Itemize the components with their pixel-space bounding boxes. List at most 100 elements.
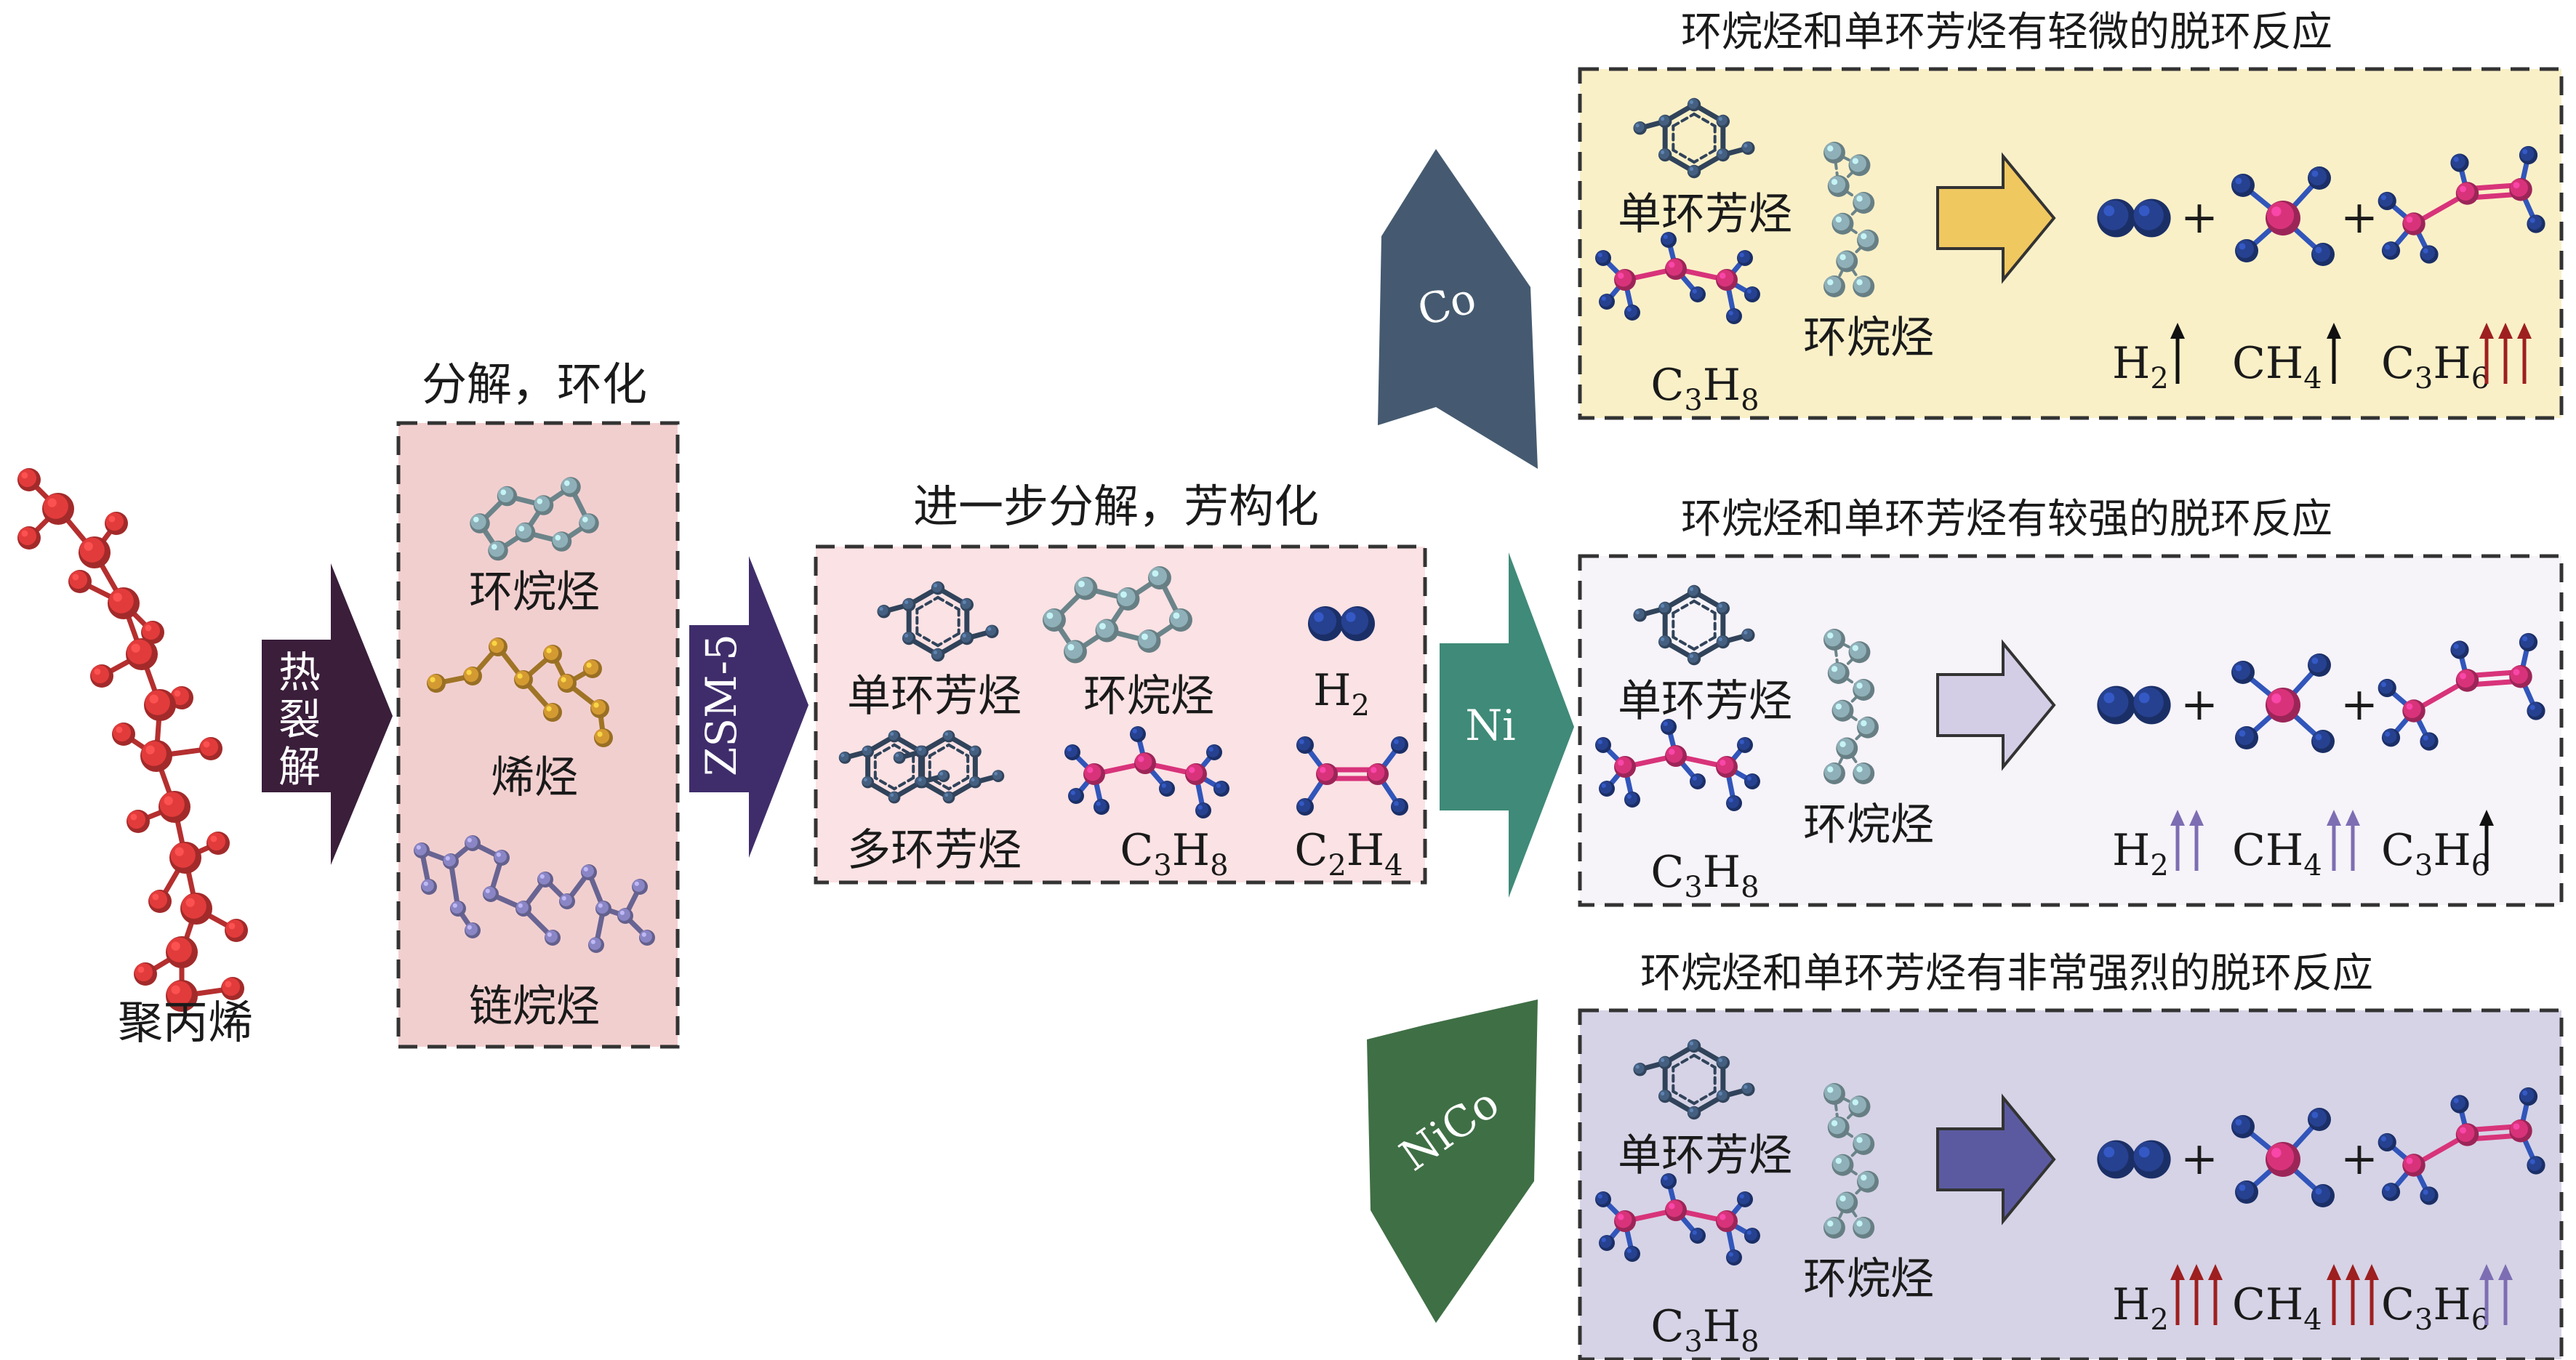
c3h8-label: C3H8: [1650, 1301, 1759, 1359]
atom: [2132, 198, 2171, 238]
atom: [537, 872, 553, 888]
atom: [2402, 1154, 2425, 1177]
atom: [2527, 701, 2545, 720]
atom: [1148, 566, 1171, 590]
polyaromatic-molecule: [838, 730, 1005, 804]
atom: [1687, 651, 1701, 666]
atom: [515, 901, 531, 917]
atom: [2266, 688, 2300, 723]
atom: [1853, 1133, 1875, 1155]
atom: [1853, 763, 1875, 784]
bond: [1672, 1090, 1696, 1106]
atom: [2235, 239, 2258, 262]
atom: [992, 770, 1005, 782]
atom: [2308, 1108, 2331, 1131]
atom: [2381, 1183, 2401, 1202]
atom: [1848, 154, 1871, 177]
atom: [1624, 1246, 1640, 1262]
stage1-alkane-label: 链烷烃: [469, 981, 600, 1032]
increase-arrow-head-icon: [2479, 810, 2494, 826]
atom: [1857, 716, 1879, 739]
atom: [1823, 763, 1845, 784]
atom: [148, 890, 172, 913]
atom: [2266, 201, 2300, 236]
increase-arrow-head-icon: [2170, 323, 2185, 339]
atom: [17, 526, 41, 550]
atom: [1367, 763, 1389, 785]
increase-arrow-head-icon: [2327, 1264, 2341, 1280]
atom: [463, 667, 482, 685]
atom: [1595, 1191, 1611, 1207]
atom: [159, 791, 190, 823]
formula-part: C: [1650, 1301, 1684, 1352]
atom: [581, 864, 597, 880]
bond: [1693, 112, 1717, 128]
atom: [427, 674, 446, 693]
atom: [17, 468, 41, 491]
atom: [1658, 601, 1672, 616]
formula-part: H: [2112, 338, 2150, 389]
bond: [928, 743, 950, 757]
bond: [1672, 148, 1696, 164]
atom: [2378, 678, 2396, 698]
atom: [590, 699, 609, 718]
atom: [2527, 214, 2545, 233]
atom: [1836, 737, 1858, 760]
atom: [494, 850, 510, 866]
atom: [1661, 232, 1677, 248]
stage2-c2h4-label: C2H4: [1294, 825, 1403, 882]
atom: [2455, 1123, 2479, 1146]
nico-catalyst-arrow: [1367, 999, 1538, 1323]
atom: [1633, 608, 1647, 622]
atom: [1716, 1055, 1730, 1070]
atom: [2231, 1115, 2255, 1138]
atom: [2519, 145, 2538, 165]
formula-part: 4: [2303, 849, 2322, 882]
atom: [888, 791, 901, 804]
atom: [465, 835, 481, 851]
atom: [1316, 763, 1338, 785]
atom: [558, 674, 577, 693]
atom: [1827, 175, 1850, 197]
atom: [126, 638, 158, 670]
formula-part: C: [1650, 847, 1684, 898]
atom: [1716, 114, 1730, 129]
atom: [2378, 1132, 2396, 1152]
atom: [2420, 245, 2439, 264]
atom: [166, 980, 198, 1012]
atom: [1744, 1228, 1760, 1244]
atom: [105, 512, 128, 535]
atom: [470, 513, 490, 534]
atom: [1827, 1116, 1850, 1138]
atom: [1595, 250, 1611, 266]
atom: [561, 477, 581, 497]
atom: [2308, 653, 2331, 677]
atom: [1206, 744, 1222, 760]
atom: [1159, 781, 1175, 797]
bond: [1693, 148, 1717, 164]
atom: [1853, 679, 1875, 701]
stage1-box: [396, 421, 680, 1049]
atom: [916, 776, 929, 789]
atom: [2378, 191, 2396, 211]
product-formula: CH4: [2232, 1279, 2322, 1337]
atom: [1831, 1154, 1854, 1176]
reaction-arrow: [1936, 639, 2056, 771]
c3h8-h: H: [1172, 825, 1210, 876]
atom: [1599, 1235, 1615, 1251]
increase-arrow-head-icon: [2208, 1264, 2223, 1280]
ni-catalyst-label: Ni: [1465, 701, 1515, 750]
atom: [2235, 726, 2258, 749]
atom: [1690, 1228, 1706, 1244]
atom: [1823, 1083, 1845, 1105]
formula-part: 3: [1684, 871, 1702, 904]
atom: [2450, 1095, 2469, 1114]
panel-title: 环烷烃和单环芳烃有非常强烈的脱环反应: [1640, 950, 2373, 997]
pyrolysis-label-2: 裂: [278, 695, 321, 744]
atom: [2311, 243, 2335, 266]
c3h8-c: C: [1120, 825, 1153, 876]
increase-arrow-head-icon: [2479, 1264, 2494, 1280]
